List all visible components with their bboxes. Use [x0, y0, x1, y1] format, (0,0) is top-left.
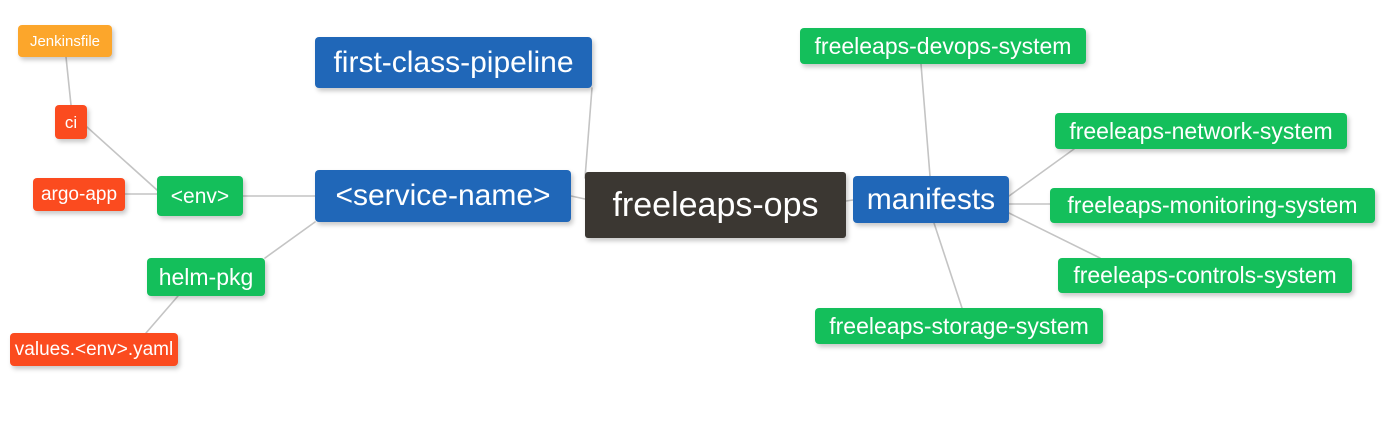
mindmap-node-argo[interactable]: argo-app	[33, 178, 125, 211]
edge-ci-to-jenkinsfile	[65, 56, 72, 106]
mindmap-node-ci[interactable]: ci	[55, 105, 87, 139]
mindmap-node-service[interactable]: <service-name>	[315, 170, 571, 222]
mindmap-node-storage[interactable]: freeleaps-storage-system	[815, 308, 1103, 344]
mindmap-node-root[interactable]: freeleaps-ops	[585, 172, 846, 238]
mindmap-node-controls[interactable]: freeleaps-controls-system	[1058, 258, 1352, 293]
mindmap-node-helm[interactable]: helm-pkg	[147, 258, 265, 296]
mindmap-node-values[interactable]: values.<env>.yaml	[10, 333, 178, 366]
edge-root-to-service	[570, 195, 586, 200]
edge-root-to-pipeline	[584, 87, 593, 179]
edge-service-to-helm	[264, 221, 316, 259]
edge-root-to-manifests	[845, 199, 854, 202]
edge-manifests-to-devops	[920, 63, 931, 177]
mindmap-node-monitoring[interactable]: freeleaps-monitoring-system	[1050, 188, 1375, 223]
mindmap-node-env[interactable]: <env>	[157, 176, 243, 216]
mindmap-node-jenkinsfile[interactable]: Jenkinsfile	[18, 25, 112, 57]
mindmap-node-network[interactable]: freeleaps-network-system	[1055, 113, 1347, 149]
mindmap-node-pipeline[interactable]: first-class-pipeline	[315, 37, 592, 88]
mindmap-node-devops[interactable]: freeleaps-devops-system	[800, 28, 1086, 64]
edge-manifests-to-storage	[933, 222, 963, 309]
edge-helm-to-values	[145, 295, 179, 334]
mindmap-node-manifests[interactable]: manifests	[853, 176, 1009, 223]
